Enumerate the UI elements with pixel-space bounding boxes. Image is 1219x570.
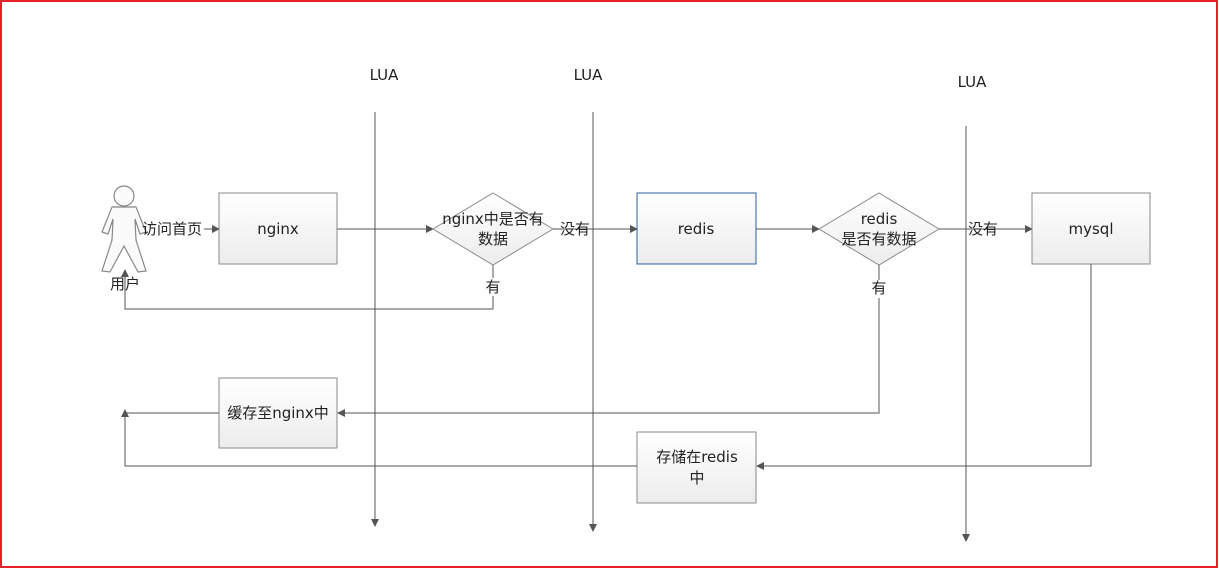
edge-redis-no-label: 没有	[968, 220, 998, 238]
node-mysql	[1031, 192, 1151, 265]
node-store-redis-line1: 存储在redis	[656, 448, 738, 466]
edge-nginx-yes	[121, 265, 494, 310]
node-redis-label: redis	[678, 220, 715, 238]
node-nginx-check-line2: 数据	[478, 230, 508, 248]
edge-mysql-to-store	[756, 264, 1092, 470]
node-nginx-check-line1: nginx中是否有	[442, 210, 544, 228]
edge-nginx-no-label: 没有	[560, 220, 590, 238]
node-store-redis	[636, 431, 757, 504]
edge-nginx-yes-label: 有	[485, 278, 500, 296]
edge-store-to-user	[121, 409, 637, 467]
node-redis-check-line1: redis	[861, 210, 898, 228]
edge-redis-yes	[337, 265, 880, 417]
edge-redis-yes-label: 有	[871, 279, 886, 297]
node-redis-check	[818, 192, 940, 266]
user-actor-icon	[101, 185, 147, 273]
node-cache-nginx	[218, 377, 338, 449]
edge-visit-label: 访问首页	[142, 220, 202, 238]
node-store-redis-line2: 中	[689, 469, 704, 487]
node-redis-check-line2: 是否有数据	[841, 230, 916, 248]
node-nginx	[218, 192, 338, 265]
lane-label-1: LUA	[370, 66, 400, 84]
node-redis	[636, 192, 757, 265]
node-nginx-check	[432, 192, 554, 266]
lane-label-3: LUA	[958, 73, 988, 91]
node-nginx-label: nginx	[257, 220, 299, 238]
node-mysql-label: mysql	[1069, 220, 1114, 238]
edge-cache-to-user	[124, 412, 219, 414]
node-cache-nginx-label: 缓存至nginx中	[227, 404, 329, 422]
lane-label-2: LUA	[574, 66, 604, 84]
